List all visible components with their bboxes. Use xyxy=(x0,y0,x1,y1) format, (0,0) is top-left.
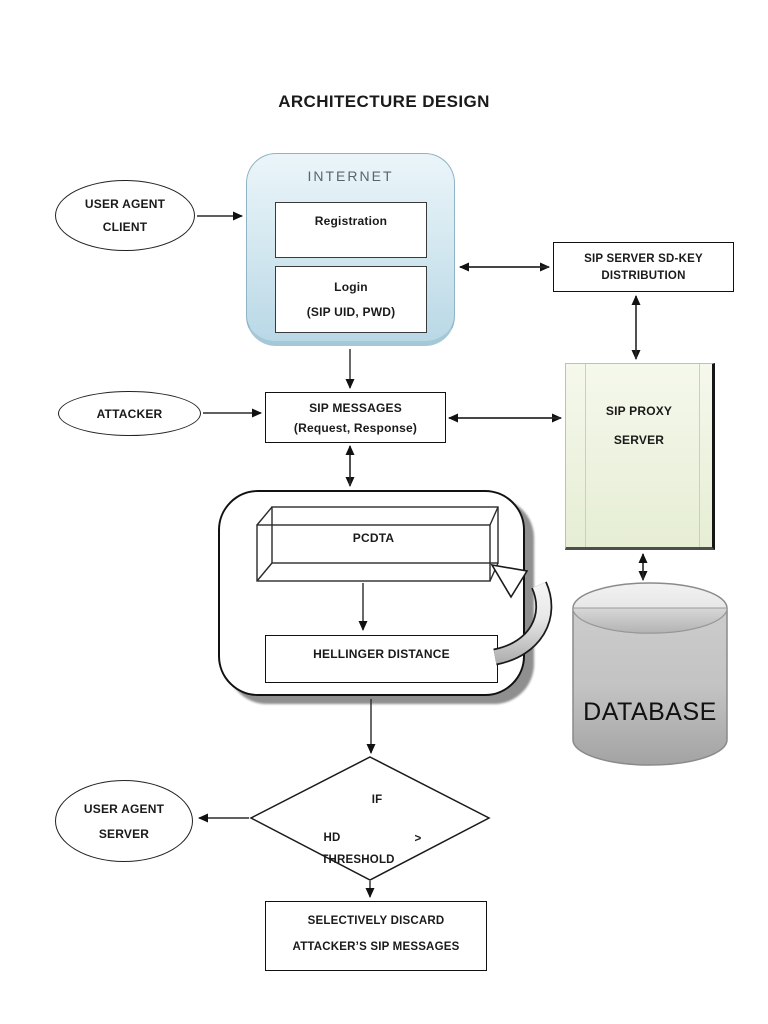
node-user-agent-client: USER AGENT CLIENT xyxy=(55,180,195,251)
node-login-line2: (SIP UID, PWD) xyxy=(306,305,396,319)
node-user-agent-server-line1: USER AGENT xyxy=(83,801,165,816)
node-hellinger-label: HELLINGER DISTANCE xyxy=(313,647,450,661)
node-discard-line2: ATTACKER’S SIP MESSAGES xyxy=(292,941,460,953)
node-hellinger-distance: HELLINGER DISTANCE xyxy=(265,635,498,683)
database-cylinder xyxy=(572,582,728,766)
node-sd-key-line2: DISTRIBUTION xyxy=(601,269,686,282)
decision-line2-left: HD xyxy=(323,832,341,844)
node-attacker-label: ATTACKER xyxy=(96,406,163,421)
decision-line2-right: > xyxy=(414,833,422,845)
proxy-inner-line-right xyxy=(699,364,700,547)
node-discard-line1: SELECTIVELY DISCARD xyxy=(307,915,445,927)
node-pcdta-label: PCDTA xyxy=(352,531,395,545)
node-sip-messages-line1: SIP MESSAGES xyxy=(309,400,402,415)
node-internet: INTERNET Registration Login (SIP UID, PW… xyxy=(246,153,455,346)
node-sip-messages: SIP MESSAGES (Request, Response) xyxy=(265,392,446,443)
node-sip-proxy-line2: SERVER xyxy=(613,433,665,447)
node-sd-key-distribution: SIP SERVER SD-KEY DISTRIBUTION xyxy=(553,242,734,292)
proxy-inner-line-left xyxy=(585,364,586,547)
node-internet-label: INTERNET xyxy=(307,168,394,184)
decision-line3: THRESHOLD xyxy=(321,854,395,866)
node-login: Login (SIP UID, PWD) xyxy=(275,266,427,333)
node-sip-proxy-server: SIP PROXY SERVER xyxy=(565,363,715,550)
node-attacker: ATTACKER xyxy=(58,391,201,436)
node-sip-proxy-line1: SIP PROXY xyxy=(605,404,673,418)
node-sip-messages-line2: (Request, Response) xyxy=(293,420,418,435)
node-user-agent-server-line2: SERVER xyxy=(98,826,150,841)
node-selectively-discard: SELECTIVELY DISCARD ATTACKER’S SIP MESSA… xyxy=(265,901,487,971)
node-database-label: DATABASE xyxy=(583,698,717,726)
node-user-agent-server: USER AGENT SERVER xyxy=(55,780,193,862)
decision-line1: IF xyxy=(371,794,383,806)
node-user-agent-client-line2: CLIENT xyxy=(102,220,148,234)
node-user-agent-client-line1: USER AGENT xyxy=(84,197,166,211)
diagram-title: ARCHITECTURE DESIGN xyxy=(278,92,490,111)
node-registration: Registration xyxy=(275,202,427,258)
node-sd-key-line1: SIP SERVER SD-KEY xyxy=(584,252,703,265)
node-login-line1: Login xyxy=(334,280,368,294)
node-registration-label: Registration xyxy=(314,214,388,228)
